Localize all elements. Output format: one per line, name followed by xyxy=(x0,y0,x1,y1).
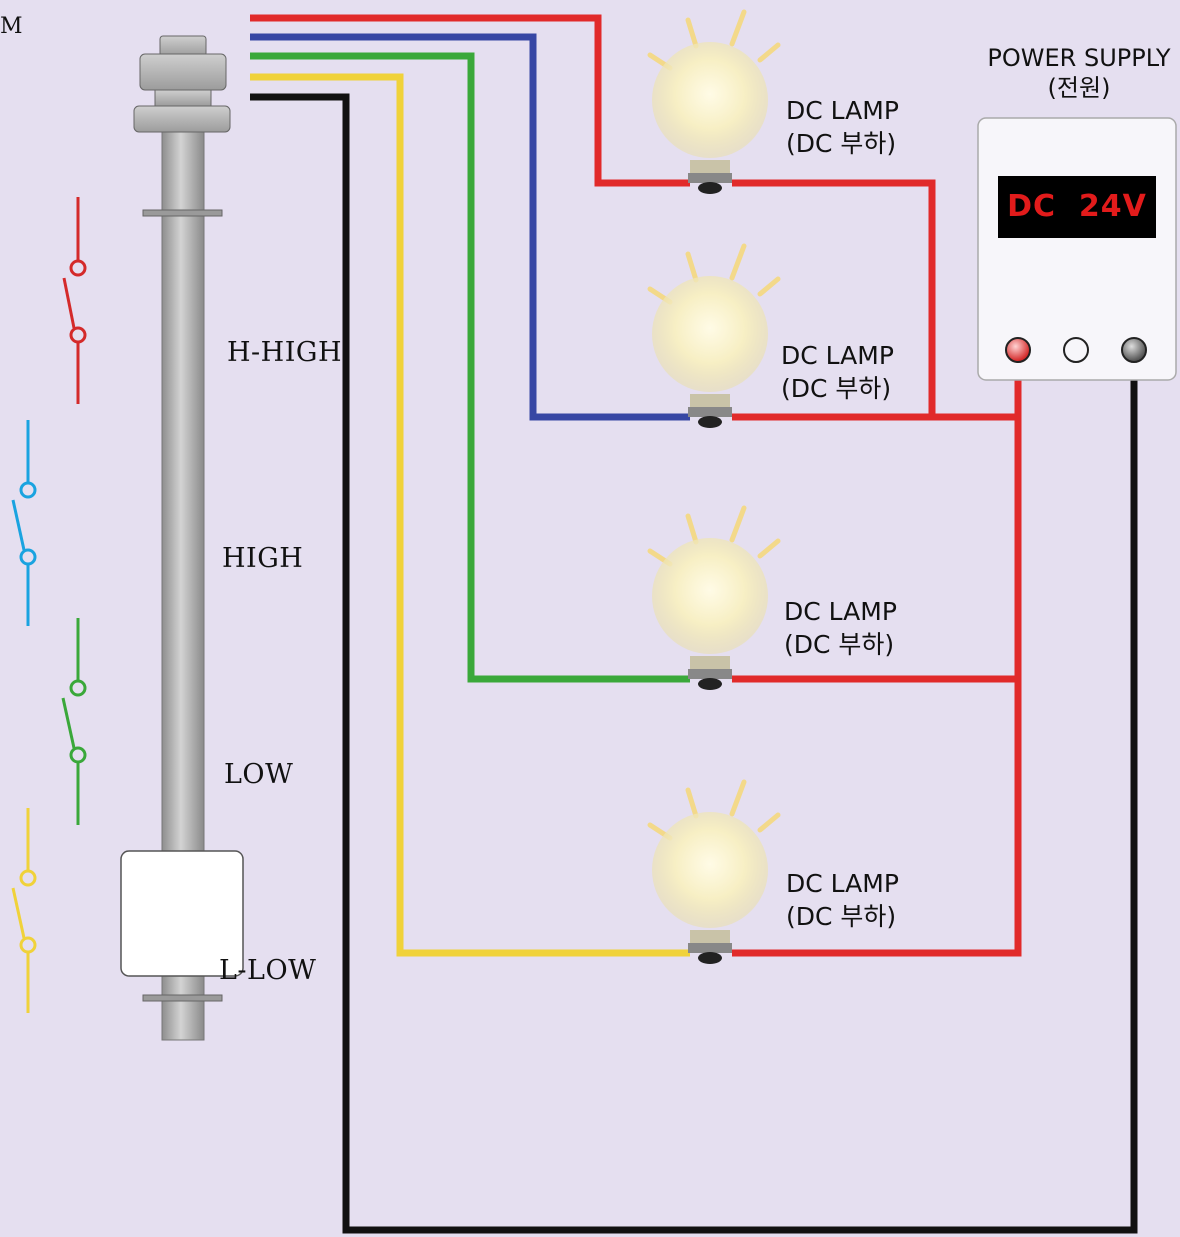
lamp-label-2: DC LAMP (DC 부하) xyxy=(781,339,894,405)
voltage-display: DC 24V xyxy=(998,176,1156,238)
float xyxy=(120,850,244,977)
positive-terminal xyxy=(1005,337,1031,363)
lamp-label-1: DC LAMP (DC 부하) xyxy=(786,94,899,160)
lamp-label-line1: DC LAMP xyxy=(786,869,899,898)
level-label-high: HIGH xyxy=(222,543,304,574)
red-wire xyxy=(250,14,690,187)
corner-label: M xyxy=(0,14,24,39)
lamp-icon xyxy=(647,505,781,690)
switch-symbol-low xyxy=(61,618,87,825)
lamp-label-line1: DC LAMP xyxy=(786,96,899,125)
switch-symbol-h-high xyxy=(62,197,87,404)
lamp-icon xyxy=(647,779,781,964)
lamp-label-3: DC LAMP (DC 부하) xyxy=(784,595,897,661)
lamp-label-line1: DC LAMP xyxy=(784,597,897,626)
black-wire xyxy=(250,93,1138,1234)
lamp-label-line2: (DC 부하) xyxy=(781,374,892,403)
blue-wire xyxy=(250,33,690,421)
negative-terminal xyxy=(1121,337,1147,363)
middle-terminal xyxy=(1063,337,1089,363)
switch-symbol-l-low xyxy=(11,808,37,1013)
green-wire xyxy=(250,52,690,683)
lamp-icon xyxy=(647,9,781,194)
lamp-label-4: DC LAMP (DC 부하) xyxy=(786,867,899,933)
lamp-label-line2: (DC 부하) xyxy=(786,129,897,158)
lamp-label-line2: (DC 부하) xyxy=(784,630,895,659)
level-label-l-low: L-LOW xyxy=(219,955,317,986)
power-supply-box xyxy=(977,117,1177,381)
power-supply-title: POWER SUPPLY (전원) xyxy=(984,43,1174,103)
lamp-label-line2: (DC 부하) xyxy=(786,902,897,931)
level-label-h-high: H-HIGH xyxy=(227,337,342,368)
return-wires xyxy=(732,179,1022,957)
lamp-icon xyxy=(647,243,781,428)
yellow-wire xyxy=(250,73,690,957)
mounting-nuts xyxy=(133,35,231,133)
level-label-low: LOW xyxy=(224,759,294,790)
lamp-label-line1: DC LAMP xyxy=(781,341,894,370)
power-supply-title-line: POWER SUPPLY xyxy=(987,44,1171,72)
power-supply-subtitle: (전원) xyxy=(1047,74,1111,102)
voltage-display-text: DC 24V xyxy=(1007,189,1147,224)
switch-symbol-high xyxy=(11,420,37,626)
